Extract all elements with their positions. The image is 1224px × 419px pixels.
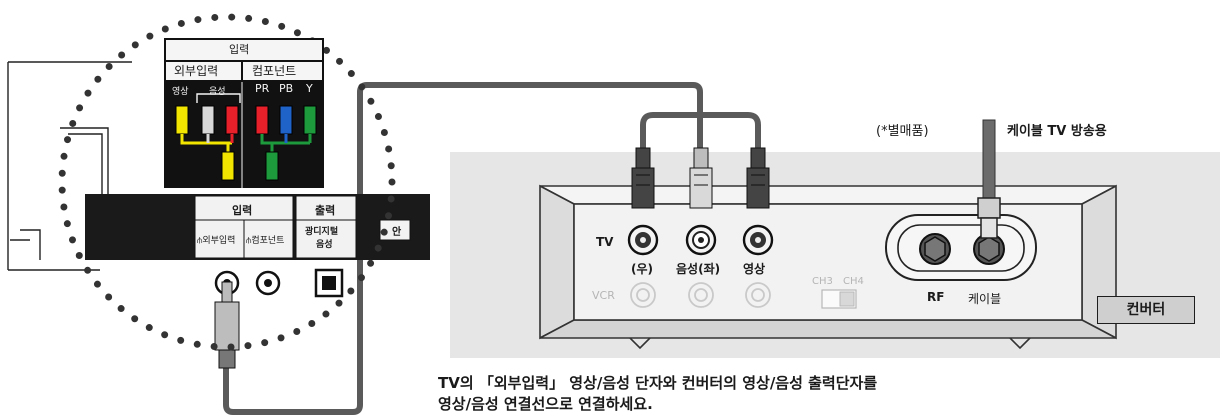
zoom-pr-label: PR bbox=[255, 82, 270, 95]
zoom-video-label: 영상 bbox=[172, 87, 189, 97]
panel-ext-input: ⫛외부입력 bbox=[197, 236, 236, 246]
panel-digital-audio-2: 음성 bbox=[316, 240, 333, 250]
converter-rf-label: RF bbox=[927, 290, 945, 304]
cut-plate bbox=[379, 219, 411, 241]
caption-line-2: 영상/음성 연결선으로 연결하세요. bbox=[438, 395, 653, 413]
converter-tv-jacks bbox=[627, 224, 774, 256]
converter-vcr-label: VCR bbox=[592, 289, 615, 302]
output-label-plate bbox=[295, 195, 357, 259]
panel-digital-audio-1: 광디지털 bbox=[305, 227, 339, 237]
rf-cable bbox=[977, 119, 1001, 239]
converter-vcr-jacks bbox=[630, 282, 771, 308]
zoom-y-label: Y bbox=[306, 82, 313, 95]
tv-panel-jacks bbox=[214, 268, 344, 298]
zoom-ext-input-label: 외부입력 bbox=[174, 64, 219, 78]
converter-video-label: 영상 bbox=[743, 262, 766, 276]
zoom-title: 입력 bbox=[229, 43, 250, 56]
rf-jack-group bbox=[885, 214, 1037, 281]
cable-tv-note: 케이블 TV 방송용 bbox=[1007, 124, 1107, 139]
channel-switch bbox=[821, 289, 857, 309]
zoom-component-label: 컴포넌트 bbox=[252, 64, 297, 78]
converter-ch4-label: CH4 bbox=[843, 276, 864, 287]
converter-right-label: (우) bbox=[631, 262, 654, 276]
zoom-pb-label: PB bbox=[279, 82, 294, 95]
converter-left-label: 음성(좌) bbox=[676, 262, 721, 276]
converter-cable-label: 케이블 bbox=[968, 292, 1002, 306]
tv-side-plug bbox=[214, 281, 240, 369]
av-plugs bbox=[631, 147, 770, 209]
converter-ch3-label: CH3 bbox=[812, 276, 833, 287]
panel-cut-label: 안 bbox=[392, 227, 402, 238]
panel-input-header: 입력 bbox=[232, 204, 253, 217]
sold-separately-note: (*별매품) bbox=[876, 124, 929, 139]
panel-output-header: 출력 bbox=[315, 204, 336, 217]
zoom-jack-panel bbox=[164, 38, 324, 188]
instruction-caption: TV의 「외부입력」 영상/음성 단자와 컨버터의 영상/음성 출력단자를 영상… bbox=[438, 373, 877, 415]
converter-name-box: 컨버터 bbox=[1097, 296, 1195, 324]
zoom-circle bbox=[58, 13, 396, 351]
caption-line-1: TV의 「외부입력」 영상/음성 단자와 컨버터의 영상/음성 출력단자를 bbox=[438, 374, 878, 392]
zoom-audio-label: 음성 bbox=[209, 87, 226, 97]
panel-component: ⫛컴포넌트 bbox=[246, 236, 285, 246]
converter-tv-label: TV bbox=[596, 235, 614, 249]
